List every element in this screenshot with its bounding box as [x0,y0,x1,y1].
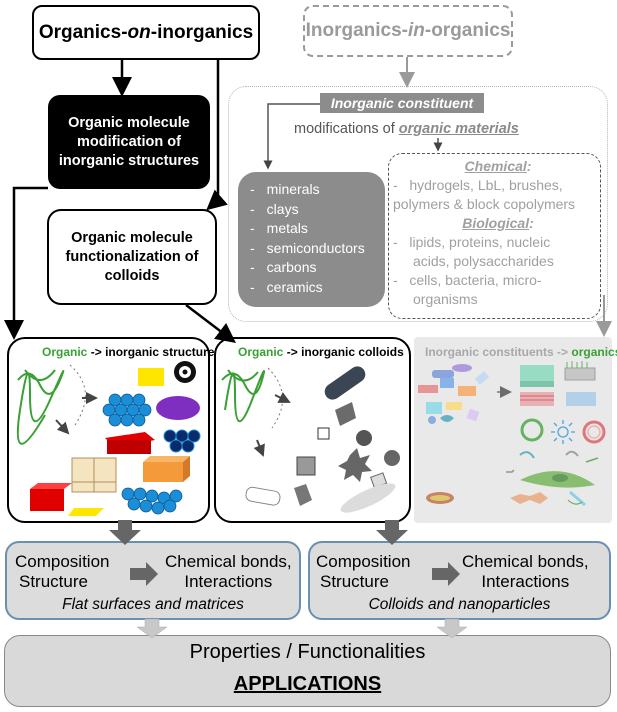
organic-inorganic-colloids-panel [214,337,411,523]
organic-materials-box [388,153,601,319]
organic-modification-line2: modification of [77,133,181,150]
organic-functionalization-box: Organic molecule functionalization of co… [47,209,217,305]
inorganic-types-box: -minerals -clays -metals -semiconductors -ca… [238,172,385,307]
chemical-item-1: - hydrogels, LbL, brushes, [393,177,563,193]
biological-item-3: - cells, bacteria, micro- [393,272,542,288]
organic-materials-list: Chemical: - hydrogels, LbL, brushes, pol… [393,157,603,309]
inorganic-constituent-region [228,86,608,322]
organics-on-inorganics-title: Organics-on-inorganics [38,21,254,43]
applications-text: APPLICATIONS [233,673,382,695]
modifications-text: modifications of organic materials [294,121,519,137]
inorganic-type-item: -ceramics [250,278,323,295]
flow-right-composition: Composition Structure [316,552,411,591]
organic-modification-line1: Organic molecule [68,114,190,131]
inorganic-organics-panel [414,337,612,523]
inorganic-type-item: -metals [250,220,308,236]
inorganic-types-list: -minerals -clays -metals -semiconductors -ca… [250,180,365,297]
biological-item-1: - lipids, proteins, nucleic [393,234,551,250]
biological-heading: Biological: [462,215,534,231]
organic-modification-line3: inorganic structures [58,152,200,169]
organics-on-inorganics-box: Organics-on-inorganics [32,5,260,60]
functionalization-line3: colloids [104,267,160,284]
flow-right-chemical: Chemical bonds, Interactions [462,552,589,591]
inorganic-type-item: -carbons [250,259,317,275]
functionalization-line2: functionalization of [65,248,199,265]
mid-panel-title: Organic -> inorganic colloids [238,345,404,359]
flow-right-caption: Colloids and nanoparticles [368,596,551,613]
inorganic-type-item: -clays [250,200,299,217]
flow-left-composition: Composition Structure [15,552,110,591]
inorganic-constituent-label: Inorganic constituent [320,93,484,113]
biological-item-2: acids, polysaccharides [413,253,554,269]
organic-materials-text: organic materials [398,121,519,137]
flow-left-chemical: Chemical bonds, Interactions [165,552,292,591]
biological-item-4: organisms [413,291,478,307]
inorganics-in-organics-title: Inorganics-in-organics [305,20,511,41]
right-panel-title: Inorganic constituents -> organics [425,345,617,359]
organic-inorganic-structures-panel [7,337,210,523]
inorganics-in-organics-box: Inorganics-in-organics [303,5,513,57]
chemical-item-2: polymers & block copolymers [393,196,576,212]
chemical-heading: Chemical: [464,158,532,174]
properties-functionalities-text: Properties / Functionalities [189,641,426,663]
inorganic-type-item: -semiconductors [250,239,365,256]
organic-modification-box: Organic molecule modification of inorgan… [48,95,210,189]
properties-applications-box [4,635,611,707]
flow-left-caption: Flat surfaces and matrices [62,596,244,613]
left-panel-title: Organic -> inorganic structures [42,345,222,359]
inorganic-type-item: -minerals [250,181,320,197]
functionalization-line1: Organic molecule [71,229,193,246]
